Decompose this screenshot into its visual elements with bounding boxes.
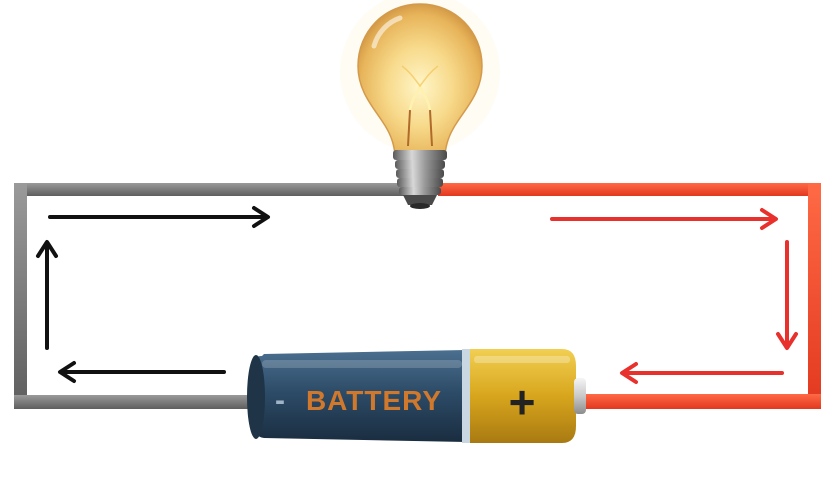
- battery-negative-symbol: -: [275, 384, 285, 417]
- arrow-icon: [776, 240, 798, 350]
- negative-wire: [14, 183, 410, 409]
- light-bulb-icon: [340, 0, 500, 209]
- battery-label: BATTERY: [306, 385, 442, 416]
- arrow-icon: [36, 240, 58, 350]
- arrow-icon: [48, 206, 270, 228]
- battery-icon: [247, 349, 586, 443]
- arrow-icon: [550, 208, 778, 230]
- battery-positive-symbol: +: [509, 376, 536, 428]
- arrow-icon: [58, 361, 226, 383]
- arrow-icon: [620, 362, 784, 384]
- positive-wire: [438, 183, 821, 409]
